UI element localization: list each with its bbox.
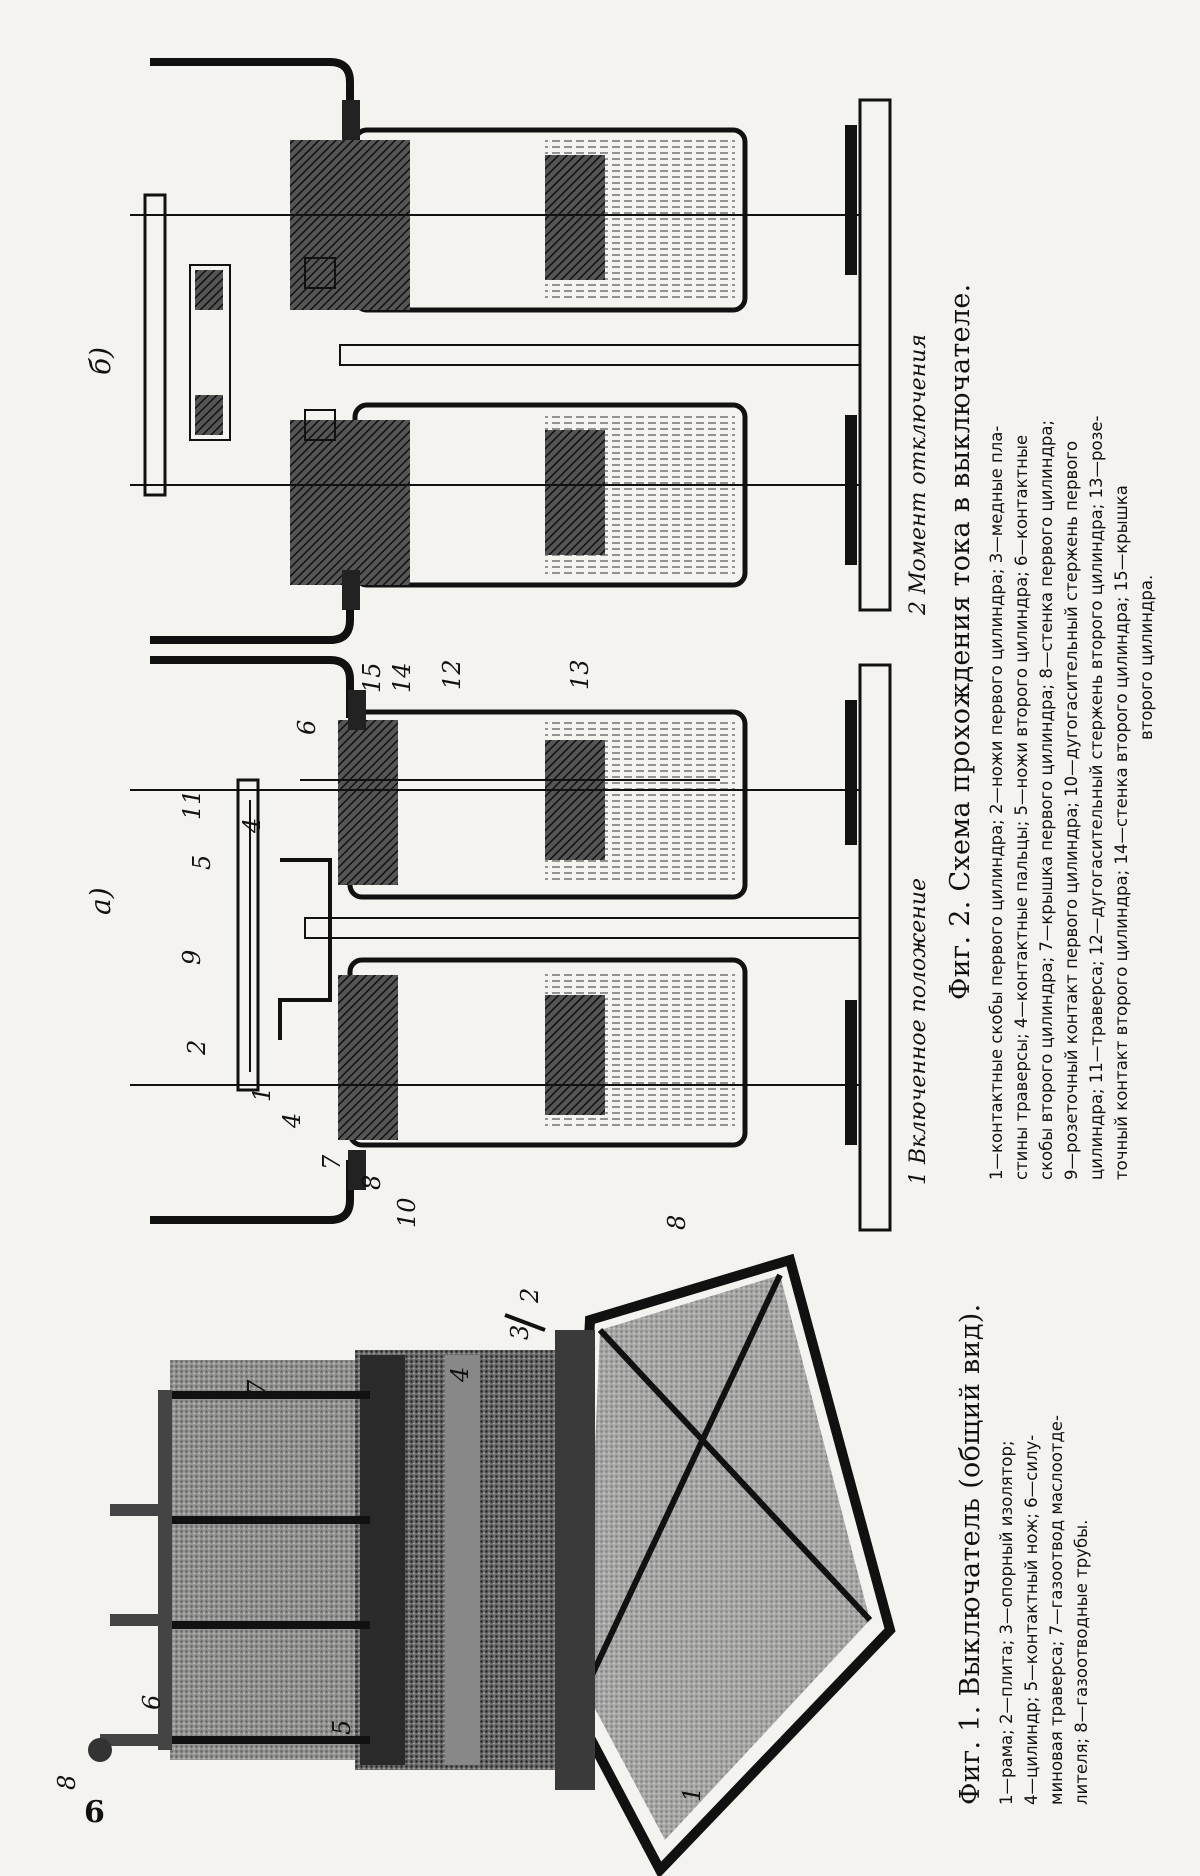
- fig1-label-5: 5: [328, 1720, 356, 1735]
- fig1-label-4: 4: [446, 1367, 474, 1383]
- fig1-label-3: 3: [506, 1325, 534, 1340]
- fig1-label-2: 2: [516, 1288, 544, 1304]
- label-10: 10: [393, 1197, 421, 1228]
- label-4b: 4: [238, 818, 266, 834]
- figure1-caption-body: 1—рама; 2—плита; 3—опорный изолятор; 4—ц…: [994, 1265, 1094, 1805]
- figure2-scheme-b: [130, 58, 892, 644]
- label-9: 9: [178, 950, 206, 965]
- fig1-label-1: 1: [678, 1787, 706, 1802]
- fig1-label-8: 8: [53, 1775, 81, 1790]
- page-number: 6: [84, 1795, 105, 1830]
- figure2-caption-body: 1—контактные скобы первого цилиндра; 2—н…: [984, 80, 1159, 1180]
- label-1: 1: [248, 1087, 276, 1102]
- label-8b: 8: [663, 1215, 691, 1230]
- position-b-label: 2 Момент отключения: [906, 334, 931, 616]
- fig2-caption-line: стины траверсы; 4—контактные пальцы; 5—н…: [1012, 434, 1031, 1180]
- fig2-caption-line: второго цилиндра.: [1137, 574, 1156, 740]
- figure2-scheme-a: [130, 656, 892, 1232]
- label-11: 11: [178, 789, 206, 820]
- fig2-caption-line: скобы второго цилиндра; 7—крышка первого…: [1037, 419, 1056, 1180]
- label-2: 2: [183, 1040, 211, 1056]
- fig1-caption-line: 4—цилиндр; 5—контактный нож; 6—силу-: [1022, 1434, 1041, 1805]
- label-15: 15: [358, 662, 386, 693]
- label-6: 6: [293, 720, 321, 735]
- subfig-a: а): [84, 887, 117, 915]
- fig1-caption-line: лителя; 8—газоотводные трубы.: [1072, 1519, 1091, 1805]
- label-4a: 4: [278, 1113, 306, 1129]
- fig1-caption-line: миновая траверса; 7—газоотвод маслоотде-: [1047, 1415, 1066, 1805]
- fig2-caption-line: цилиндра; 11—траверса; 12—дугогасительны…: [1087, 415, 1106, 1180]
- fig2-caption-line: точный контакт второго цилиндра; 14—стен…: [1112, 485, 1131, 1180]
- label-7: 7: [318, 1154, 346, 1170]
- figure1-labels: 1 2 3 4 5 6 7 8: [53, 1288, 706, 1802]
- label-12: 12: [438, 659, 466, 690]
- fig1-label-6: 6: [138, 1695, 166, 1710]
- fig2-caption-line: 1—контактные скобы первого цилиндра; 2—н…: [987, 425, 1006, 1180]
- label-5: 5: [188, 855, 216, 870]
- label-13: 13: [566, 659, 594, 690]
- figure1-caption-title: Фиг. 1. Выключатель (общий вид).: [955, 1303, 986, 1805]
- figure2-caption-title: Фиг. 2. Схема прохождения тока в выключа…: [945, 283, 976, 1000]
- fig2-caption-line: 9—розеточный контакт первого цилиндра; 1…: [1062, 440, 1081, 1180]
- figure2-labels: 1 2 4 4 5 6 7 8 9 10 11 12 13 14 15 8 а)…: [84, 334, 931, 1230]
- figure1-switch-view: [88, 1253, 896, 1876]
- figure1-caption: Фиг. 1. Выключатель (общий вид). 1—рама;…: [955, 1265, 1094, 1805]
- subfig-b: б): [84, 347, 117, 375]
- fig1-caption-line: 1—рама; 2—плита; 3—опорный изолятор;: [997, 1440, 1016, 1805]
- fig1-label-7: 7: [243, 1379, 271, 1395]
- label-14: 14: [388, 662, 416, 693]
- label-8: 8: [358, 1175, 386, 1190]
- figure2-caption: Фиг. 2. Схема прохождения тока в выключа…: [945, 80, 1159, 1180]
- position-a-label: 1 Включенное положение: [906, 878, 931, 1185]
